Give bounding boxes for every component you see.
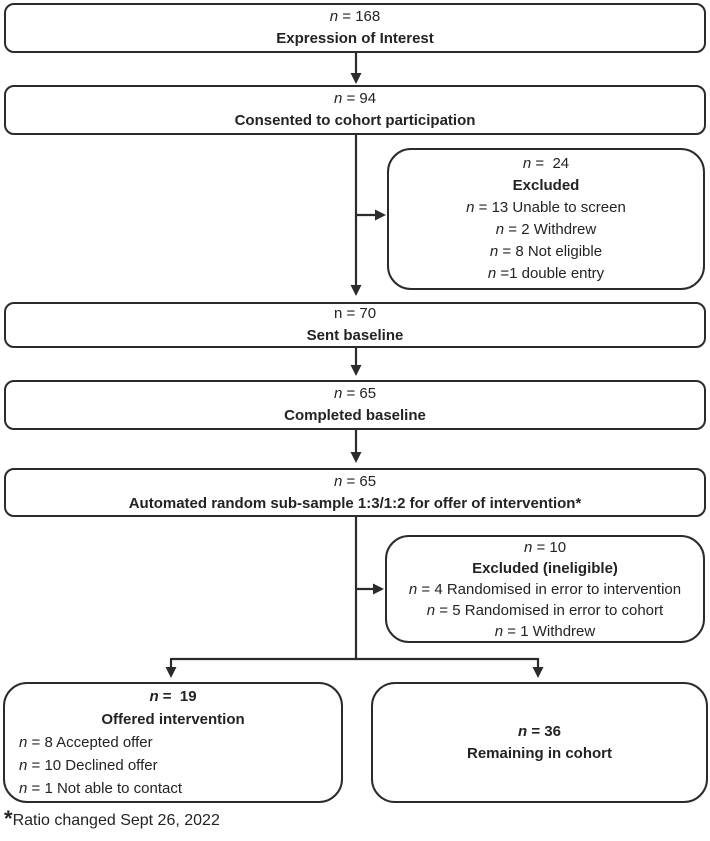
box-completed-baseline: n = 65 Completed baseline xyxy=(4,380,706,430)
box-remaining-in-cohort: n = 36 Remaining in cohort xyxy=(371,682,708,803)
participant-count: n = 65 xyxy=(333,385,377,402)
participant-count: n = 10 xyxy=(523,538,567,556)
box-random-subsample: n = 65 Automated random sub-sample 1:3/1… xyxy=(4,468,706,517)
box-expression-of-interest: n = 168 Expression of Interest xyxy=(4,3,706,53)
box-label: Excluded xyxy=(512,177,580,194)
exclusion-reason: n = 13 Unable to screen xyxy=(466,199,626,216)
box-label: Completed baseline xyxy=(284,407,426,424)
arrow-eoi-to-consented xyxy=(350,53,362,84)
exclusion-reason: n = 5 Randomised in error to cohort xyxy=(426,601,664,619)
footnote: *Ratio changed Sept 26, 2022 xyxy=(4,806,220,833)
box-label: Offered intervention xyxy=(101,711,245,728)
exclusion-reason: n = 8 Not eligible xyxy=(489,243,603,260)
participant-count: n = 70 xyxy=(333,305,377,322)
box-label: Remaining in cohort xyxy=(466,744,612,762)
exclusion-reason: n = 2 Withdrew xyxy=(495,221,597,238)
arrowhead-down-icon xyxy=(532,667,544,678)
arrow-sent-to-completed-baseline xyxy=(350,348,362,376)
exclusion-reason: n = 1 Withdrew xyxy=(494,622,596,640)
box-label: Sent baseline xyxy=(306,327,404,344)
exclusion-reason: n = 4 Randomised in error to interventio… xyxy=(408,580,682,598)
arrow-branch-to-excluded-ineligible xyxy=(356,583,384,595)
exclusion-reason: n =1 double entry xyxy=(487,265,605,282)
arrowhead-down-icon xyxy=(350,452,362,463)
box-excluded-screening: n = 24 Excluded n = 13 Unable to screen … xyxy=(387,148,705,290)
arrowhead-down-icon xyxy=(350,73,362,84)
arrow-completed-to-subsample xyxy=(350,430,362,463)
outcome-detail: n = 8 Accepted offer xyxy=(19,734,153,751)
arrowhead-down-icon xyxy=(350,285,362,296)
box-excluded-ineligible: n = 10 Excluded (ineligible) n = 4 Rando… xyxy=(385,535,705,643)
footnote-text: Ratio changed Sept 26, 2022 xyxy=(12,812,220,829)
box-label: Consented to cohort participation xyxy=(234,112,476,129)
arrowhead-down-icon xyxy=(350,365,362,376)
arrow-consented-to-sent-baseline xyxy=(350,135,362,296)
participant-count: n = 94 xyxy=(333,90,377,107)
participant-count: n = 24 xyxy=(522,155,570,172)
arrow-branch-to-excluded-screening xyxy=(356,209,386,221)
arrowhead-right-icon xyxy=(373,583,384,595)
arrow-split-to-offered xyxy=(165,658,177,678)
box-label: Automated random sub-sample 1:3/1:2 for … xyxy=(128,494,582,512)
box-consented: n = 94 Consented to cohort participation xyxy=(4,85,706,135)
arrowhead-down-icon xyxy=(165,667,177,678)
participant-count: n = 168 xyxy=(329,8,381,25)
outcome-detail: n = 1 Not able to contact xyxy=(19,780,183,797)
outcome-detail: n = 10 Declined offer xyxy=(19,757,158,774)
arrow-split-to-remaining xyxy=(532,658,544,678)
asterisk-marker: * xyxy=(4,806,13,831)
participant-count: n = 65 xyxy=(333,472,377,490)
arrowhead-right-icon xyxy=(375,209,386,221)
box-sent-baseline: n = 70 Sent baseline xyxy=(4,302,706,348)
box-label: Excluded (ineligible) xyxy=(472,559,618,577)
box-offered-intervention: n = 19 Offered intervention n = 8 Accept… xyxy=(3,682,343,803)
box-label: Expression of Interest xyxy=(276,30,434,47)
participant-count: n = 19 xyxy=(149,688,197,705)
participant-count: n = 36 xyxy=(518,722,561,740)
